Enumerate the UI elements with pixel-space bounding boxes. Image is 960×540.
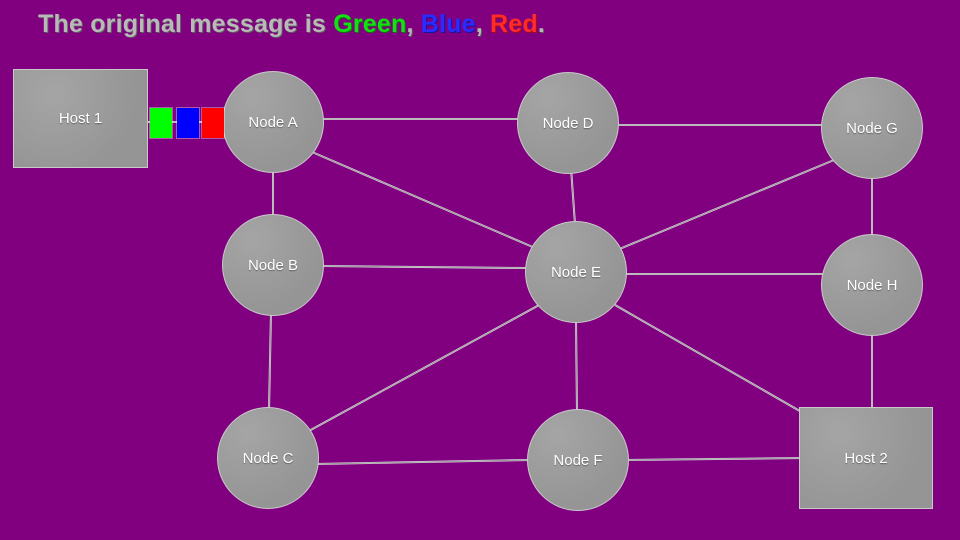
red-packet[interactable] <box>202 108 224 138</box>
node-label-nodeC: Node C <box>242 449 294 467</box>
edge-core-nodeF-host2 <box>624 457 804 461</box>
node-nodeE[interactable]: Node E <box>526 222 626 322</box>
edge-core-nodeD-nodeE <box>570 167 576 225</box>
node-label-nodeE: Node E <box>550 263 602 281</box>
node-nodeH[interactable]: Node H <box>822 235 922 335</box>
node-label-nodeB: Node B <box>247 256 299 274</box>
node-label-nodeF: Node F <box>553 451 603 469</box>
edge-core-nodeA-nodeE <box>311 151 536 249</box>
edge-core-nodeB-nodeE <box>320 265 528 269</box>
edge-core-nodeE-nodeG <box>616 159 835 251</box>
title-sep-1: , <box>406 10 421 38</box>
title-sep-2: , <box>475 10 491 38</box>
edge-core-nodeC-nodeF <box>315 459 532 465</box>
edge-core-nodeB-nodeC <box>268 311 272 411</box>
node-host1[interactable]: Host 1 <box>14 70 147 167</box>
node-label-host2: Host 2 <box>844 449 888 467</box>
title-word-green: Green <box>333 10 407 38</box>
title-prefix: The original message is <box>38 10 334 38</box>
title-word-red: Red <box>490 10 538 38</box>
node-nodeB[interactable]: Node B <box>223 215 323 315</box>
node-nodeF[interactable]: Node F <box>528 410 628 510</box>
node-label-nodeA: Node A <box>248 113 298 131</box>
title-suffix: . <box>537 10 546 38</box>
green-packet[interactable] <box>150 108 172 138</box>
page-title: The original message is Green, Blue, Red… <box>38 10 545 39</box>
node-label-nodeD: Node D <box>542 114 594 132</box>
node-nodeA[interactable]: Node A <box>223 72 323 172</box>
edge-core-nodeC-nodeE <box>306 303 542 433</box>
node-label-nodeG: Node G <box>846 119 898 137</box>
node-nodeC[interactable]: Node C <box>218 408 318 508</box>
node-nodeG[interactable]: Node G <box>822 78 922 178</box>
title-word-blue: Blue <box>420 10 476 38</box>
node-nodeD[interactable]: Node D <box>518 73 618 173</box>
edge-core-nodeE-host2 <box>614 304 813 419</box>
node-label-nodeH: Node H <box>846 276 898 294</box>
edge-core-nodeE-nodeF <box>575 319 578 413</box>
blue-packet[interactable] <box>177 108 199 138</box>
node-host2[interactable]: Host 2 <box>800 408 932 508</box>
node-label-host1: Host 1 <box>58 110 103 127</box>
